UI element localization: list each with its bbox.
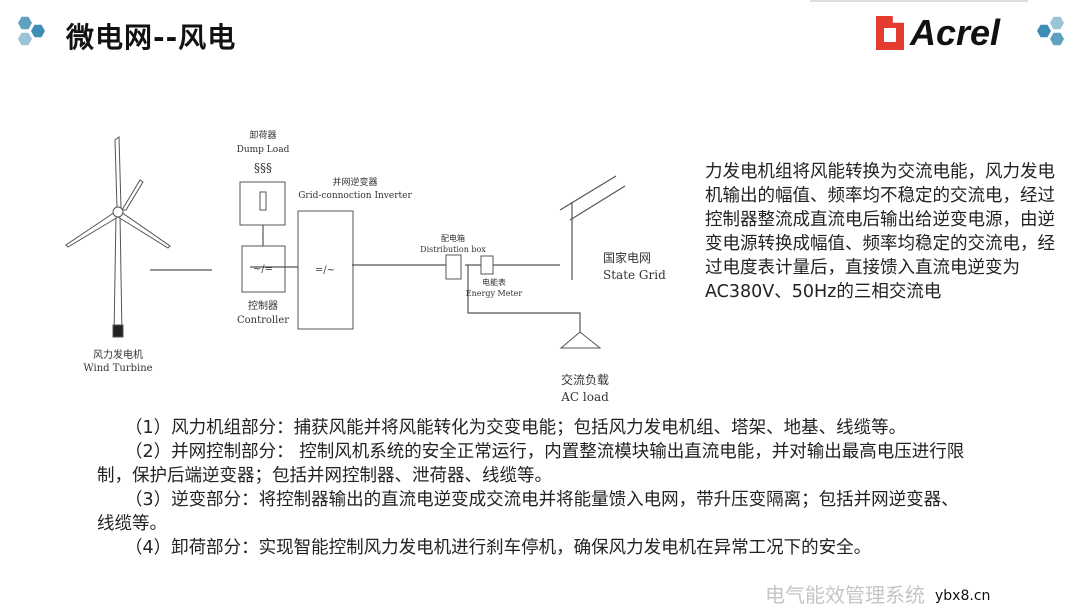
- inverter-box: [297, 210, 354, 330]
- turbine-label-en: Wind Turbine: [83, 363, 152, 374]
- watermark-site: ybx8.cn: [935, 588, 991, 604]
- distribution-box: [445, 254, 462, 280]
- meter-label-cn: 电能表: [482, 277, 506, 287]
- top-bar: [810, 0, 1028, 2]
- controller-symbol: ~/=: [253, 264, 273, 275]
- meter-label-en: Energy Meter: [466, 289, 523, 298]
- energy-meter-icon: [480, 255, 494, 275]
- paragraph-grid-control: （2）并网控制部分： 控制风机系统的安全正常运行，内置整流模块输出直流电能，并对…: [97, 442, 965, 486]
- dump-load-label-en: Dump Load: [237, 145, 290, 155]
- turbine-label-cn: 风力发电机: [93, 348, 143, 361]
- inverter-label-en: Grid-connoction Inverter: [298, 191, 412, 201]
- grid-label-en: State Grid: [603, 268, 666, 282]
- controller-label-en: Controller: [237, 315, 289, 326]
- page-title: 微电网--风电: [66, 21, 237, 54]
- description-text: 力发电机组将风能转换为交流电能，风力发电机输出的幅值、频率均不稳定的交流电，经过…: [705, 162, 1055, 302]
- wind-turbine-icon: [65, 136, 171, 338]
- watermark: 电气能效管理系统: [765, 583, 925, 607]
- resistor-icon: [259, 191, 267, 211]
- grid-label-cn: 国家电网: [603, 250, 651, 265]
- lamp-icon: [559, 331, 602, 349]
- load-label-en: AC load: [560, 390, 609, 404]
- wind-power-diagram: 风力发电机 Wind Turbine 卸荷器 Dump Load §§§ ~/=…: [65, 129, 666, 404]
- logo-mark-icon: [876, 16, 904, 50]
- logo-text: Acrel: [910, 12, 1001, 53]
- component-list: （1）风力机组部分：捕获风能并将风能转化为交变电能；包括风力发电机组、塔架、地基…: [97, 416, 967, 560]
- dist-box-label-en: Distribution box: [420, 245, 486, 254]
- dist-box-label-cn: 配电箱: [441, 233, 465, 243]
- inverter-symbol: =/~: [315, 265, 335, 276]
- controller-box: [241, 245, 286, 293]
- paragraph-wind-unit: （1）风力机组部分：捕获风能并将风能转化为交变电能；包括风力发电机组、塔架、地基…: [125, 418, 907, 438]
- dump-load-label-cn: 卸荷器: [249, 129, 276, 141]
- load-label-cn: 交流负载: [561, 372, 609, 387]
- paragraph-inverter: （3）逆变部分：将控制器输出的直流电逆变成交流电并将能量馈入电网，带升压变隔离；…: [97, 490, 959, 534]
- dump-load-box: [239, 181, 286, 226]
- inverter-label-cn: 并网逆变器: [332, 176, 377, 188]
- controller-label-cn: 控制器: [248, 299, 278, 312]
- paragraph-dump-load: （4）卸荷部分：实现智能控制风力发电机进行刹车停机，确保风力发电机在异常工况下的…: [125, 538, 872, 558]
- acrel-logo: Acrel: [876, 12, 1000, 54]
- heat-icon: §§§: [254, 161, 272, 175]
